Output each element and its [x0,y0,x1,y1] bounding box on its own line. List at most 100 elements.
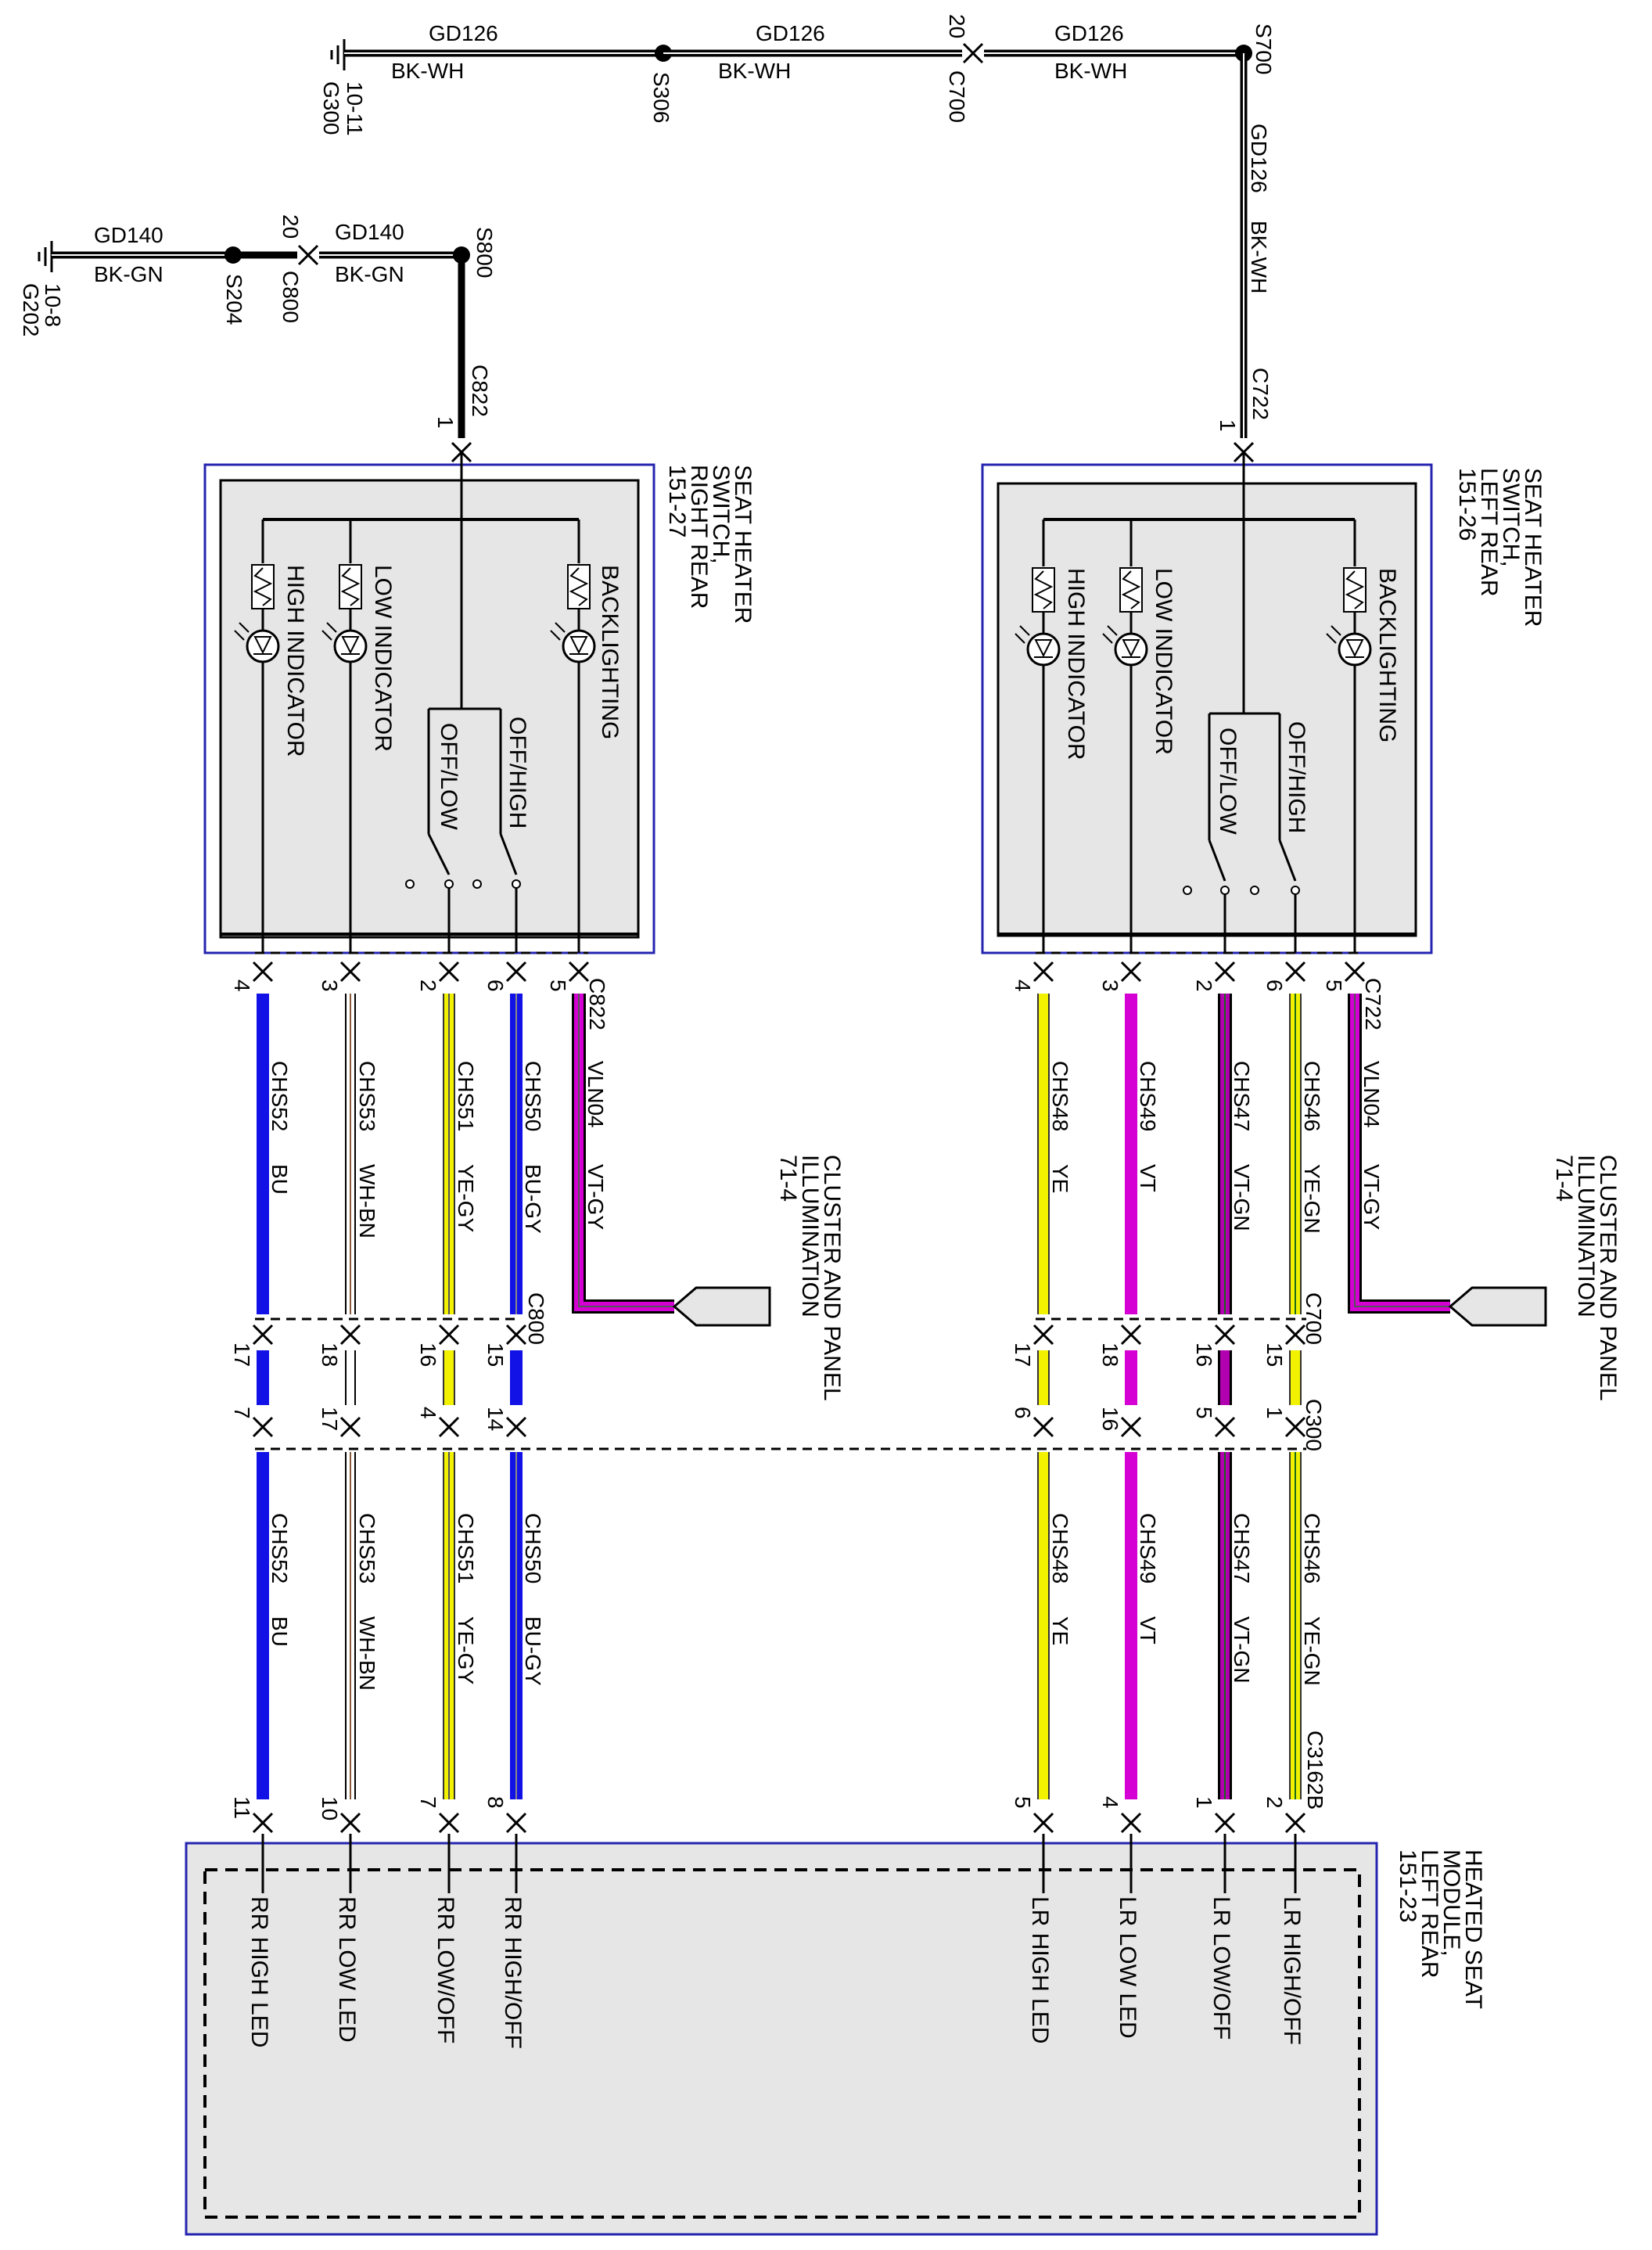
rr-bugy-lower: BU-GY [521,1616,545,1686]
wire-vln04-rr [572,994,771,1327]
c3162b-label: C3162B [1303,1731,1327,1810]
rr-bugy-upper: BU-GY [521,1164,545,1234]
rr-yegy-lower: YE-GY [454,1616,478,1684]
lr-off-low-label: OFF/LOW [1215,728,1241,835]
rr-low-led-label: RR LOW LED [334,1896,360,2043]
gd126-color-2: BK-WH [718,59,791,83]
lr-off-high-label: OFF/HIGH [1284,721,1309,833]
lr-chs48-upper: CHS48 [1048,1061,1072,1131]
lr-pin-c300-6: 6 [1011,1407,1035,1419]
lr-chs47-upper: CHS47 [1230,1061,1254,1131]
module-title-1: HEATED SEAT [1460,1849,1486,2009]
lr-low-indicator-label: LOW INDICATOR [1151,568,1176,755]
lr-wire-labels: C722 C700 C300 C3162B 4 3 2 6 5 CHS48 YE… [1011,978,1385,1810]
rr-high-led-label: RR HIGH LED [246,1896,272,2047]
switch-lr-title-1: SEAT HEATER [1520,468,1546,627]
lr-low-led-label: LR LOW LED [1115,1896,1140,2039]
c722-pin-1: 1 [1216,419,1240,432]
g300-label: G300 [319,81,343,135]
c800-top-label: C800 [278,271,303,323]
g300-ref: 10-11 [343,81,367,136]
switch-right-rear: SEAT HEATER SWITCH, RIGHT REAR 151-27 BA… [203,454,756,954]
s700-label: S700 [1252,23,1276,74]
gd140-color-1: BK-GN [94,262,163,286]
lr-pin-c700-18: 18 [1098,1342,1122,1367]
lr-high-led-label: LR HIGH LED [1027,1896,1053,2043]
lr-pin-c700-16: 16 [1192,1342,1216,1367]
c700-label: C700 [1302,1292,1326,1345]
lr-vt-upper: VT [1136,1164,1160,1192]
rr-low-indicator-label: LOW INDICATOR [370,565,396,752]
lr-low-off-label: LR LOW/OFF [1208,1896,1234,2040]
rr-bu-lower: BU [268,1616,292,1647]
lr-high-off-label: LR HIGH/OFF [1279,1896,1305,2045]
lr-vtgy: VT-GY [1359,1164,1384,1230]
rr-pin-mod-8: 8 [483,1796,508,1809]
rr-bu-upper: BU [268,1164,292,1195]
lr-vln04: VLN04 [1359,1061,1384,1128]
lr-chs47-lower: CHS47 [1230,1513,1254,1583]
switch-rr-title-1: SEAT HEATER [730,465,756,624]
lr-ye-lower: YE [1048,1616,1072,1645]
wires-left-rear [1037,994,1547,1799]
gd140-label-2: GD140 [335,220,404,244]
rr-pin-c300-7: 7 [230,1407,254,1419]
rr-chs51-upper: CHS51 [454,1061,478,1131]
rr-off-low-label: OFF/LOW [436,723,461,830]
switch-lr-title-4: 151-26 [1454,468,1480,541]
rr-high-off-label: RR HIGH/OFF [500,1896,526,2049]
lr-pin-sw-6: 6 [1262,979,1287,992]
lr-pin-sw-5: 5 [1322,979,1346,992]
c722-bottom-label: C722 [1361,978,1385,1030]
c300-label: C300 [1302,1399,1326,1451]
rr-chs53-lower: CHS53 [355,1513,379,1583]
g202-label: G202 [19,283,43,337]
lr-pin-c700-15: 15 [1262,1342,1287,1367]
lr-chs49-upper: CHS49 [1136,1061,1160,1131]
rr-chs52-lower: CHS52 [268,1513,292,1583]
rr-whbn-upper: WH-BN [355,1164,379,1238]
lr-chs48-lower: CHS48 [1048,1513,1072,1583]
switch-lr-title-2: SWITCH, [1498,468,1524,567]
rr-cluster-label-1: CLUSTER AND PANEL [819,1155,845,1401]
rr-low-off-label: RR LOW/OFF [433,1896,458,2043]
c822-bottom-label: C822 [585,978,609,1030]
lr-cluster-label-2: ILLUMINATION [1573,1155,1599,1317]
s204-label: S204 [222,274,246,325]
gd126-vertical-label: GD126 [1247,124,1271,193]
switch-rr-title-2: SWITCH, [708,465,734,564]
g202-ref: 10-8 [41,283,65,327]
gd140-label-1: GD140 [94,223,163,247]
gd126-color-1: BK-WH [391,59,464,83]
rr-pin-c800-16: 16 [416,1342,440,1367]
c722-top-label: C722 [1248,368,1273,420]
rr-chs50-upper: CHS50 [521,1061,545,1131]
rr-pin-sw-2: 2 [416,979,440,992]
lr-pin-c300-1: 1 [1262,1407,1287,1419]
switch-rr-title-3: RIGHT REAR [686,465,712,609]
wires-right-rear [257,994,771,1799]
ground-symbol-g300 [330,39,346,70]
rr-pin-sw-4: 4 [230,979,254,992]
module-title-3: LEFT REAR [1417,1849,1442,1979]
lr-vt-lower: VT [1136,1616,1160,1644]
rr-off-high-label: OFF/HIGH [505,717,530,828]
connector-dashed-lines [255,951,1364,1845]
gd126-label-3: GD126 [1054,21,1124,45]
lr-pin-c700-17: 17 [1011,1342,1035,1367]
rr-pin-sw-3: 3 [318,979,342,992]
rr-vln04: VLN04 [584,1061,608,1128]
rr-pin-sw-6: 6 [483,979,508,992]
ground-chain-gd140: GD140 BK-GN GD140 BK-GN G202 10-8 S204 2… [19,214,497,463]
gd126-vertical-color: BK-WH [1247,221,1271,293]
lr-cluster-label-1: CLUSTER AND PANEL [1595,1155,1621,1401]
lr-pin-mod-4: 4 [1098,1796,1122,1809]
rr-cluster-label-2: ILLUMINATION [797,1155,823,1317]
lr-yegn-upper: YE-GN [1300,1164,1324,1234]
connector-chevrons [252,961,1366,1834]
rr-pin-mod-7: 7 [416,1796,440,1809]
lr-pin-mod-1: 1 [1192,1796,1216,1809]
s800-label: S800 [472,227,497,278]
c700-top-label: C700 [945,70,969,123]
ground-symbol-g202 [38,241,53,272]
